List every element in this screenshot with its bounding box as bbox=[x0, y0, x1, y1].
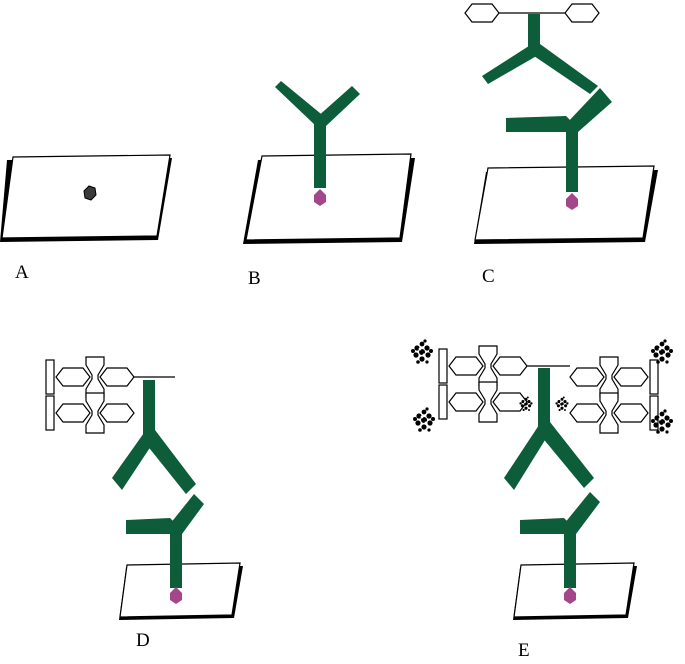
panel-label-c: C bbox=[482, 266, 495, 287]
primary-antibody-icon bbox=[126, 494, 204, 588]
antigen-icon bbox=[564, 587, 576, 604]
primary-antibody-icon bbox=[275, 81, 360, 188]
enzyme-conjugate-icon bbox=[439, 346, 570, 422]
secondary-antibody-icon bbox=[482, 14, 598, 94]
antigen-icon bbox=[170, 587, 182, 604]
solid-surface-icon bbox=[474, 165, 658, 244]
panel-e bbox=[411, 339, 673, 620]
primary-antibody-icon bbox=[506, 88, 612, 192]
panel-c bbox=[464, 3, 658, 244]
primary-antibody-icon bbox=[520, 492, 600, 588]
panel-label-d: D bbox=[136, 630, 150, 651]
antigen-icon bbox=[566, 193, 578, 210]
panel-label-e: E bbox=[518, 640, 530, 661]
secondary-antibody-icon bbox=[504, 368, 594, 490]
panel-a bbox=[0, 154, 172, 242]
solid-surface-icon bbox=[243, 153, 415, 244]
enzyme-conjugate-icon bbox=[464, 3, 600, 23]
panel-label-b: B bbox=[248, 268, 261, 289]
panel-b bbox=[243, 81, 415, 244]
panel-label-a: A bbox=[15, 262, 29, 283]
antigen-icon bbox=[83, 185, 97, 201]
enzyme-conjugate-icon bbox=[46, 357, 658, 433]
antigen-icon bbox=[314, 189, 326, 206]
panel-d bbox=[46, 357, 658, 620]
secondary-antibody-icon bbox=[112, 380, 196, 494]
